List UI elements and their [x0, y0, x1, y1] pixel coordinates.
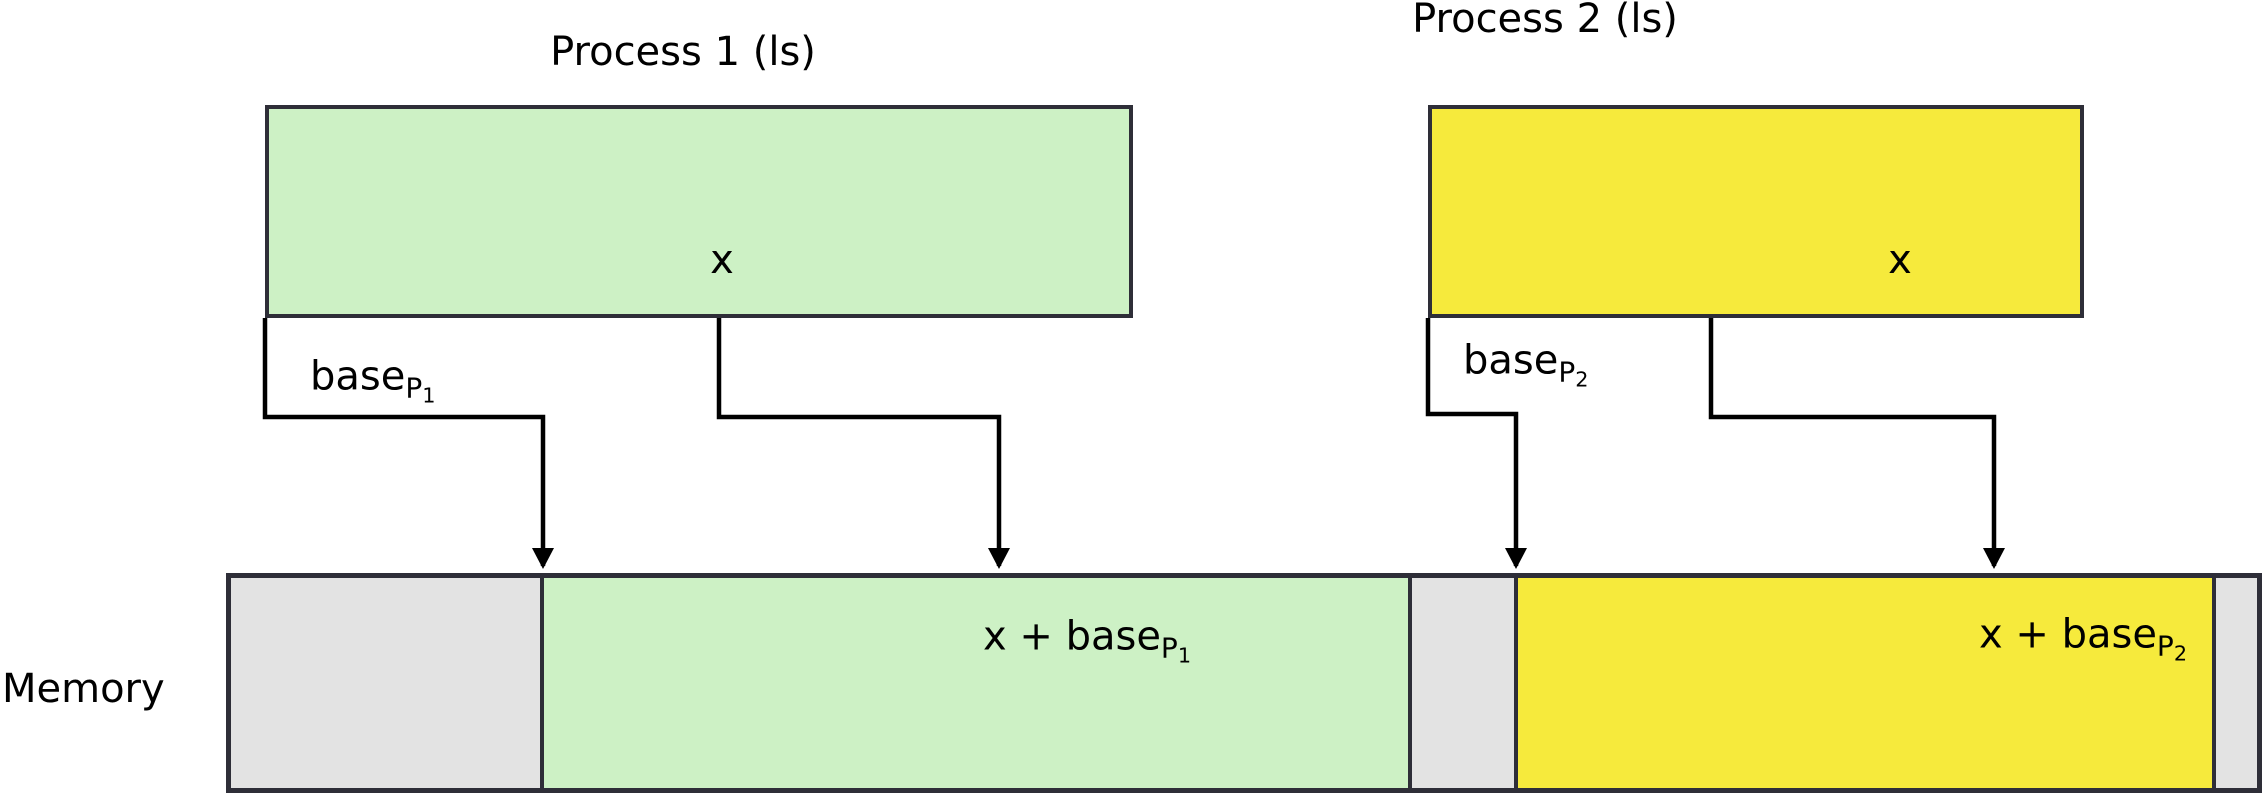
process-1-title: Process 1 (ls) — [550, 29, 816, 75]
memory-label: Memory — [2, 666, 165, 712]
base-p2-sub: P — [1558, 355, 1576, 389]
memory-free-segment-2 — [1410, 578, 1516, 788]
base-p1-word: base — [310, 353, 406, 400]
memory-p1-address-label: x + baseP1 — [983, 615, 1191, 668]
memory-p1-address-prefix: x + base — [982, 613, 1161, 660]
process-2-var-label: x — [1888, 237, 1912, 283]
memory-p2-address-sub: P — [2156, 629, 2174, 663]
base-p1-sub: P — [405, 371, 423, 405]
memory-free-segment-3 — [2214, 578, 2257, 788]
memory-segment-divider — [2212, 578, 2216, 788]
base-p2-subsub: 2 — [1575, 367, 1589, 392]
memory-segment-divider — [1514, 578, 1518, 788]
memory-p2-address-prefix: x + base — [1978, 611, 2157, 658]
memory-p1-address-subsub: 1 — [1177, 643, 1192, 668]
memory-p2-address-label: x + baseP2 — [1979, 613, 2187, 666]
base-p1-label: baseP1 — [310, 355, 435, 408]
memory-p1-address-sub: P — [1160, 631, 1178, 665]
base-p2-label: baseP2 — [1463, 339, 1588, 392]
process-2-title: Process 2 (ls) — [1412, 0, 1678, 42]
arrow-p2-var — [1708, 318, 2005, 569]
arrow-p1-var — [716, 318, 1010, 569]
memory-free-segment-1 — [231, 578, 542, 788]
base-p1-subsub: 1 — [422, 383, 436, 408]
memory-process-2-segment — [1516, 578, 2214, 788]
process-1-box: x — [265, 105, 1133, 318]
base-p2-word: base — [1463, 337, 1559, 384]
memory-segment-divider — [1408, 578, 1412, 788]
process-2-box: x — [1428, 105, 2084, 318]
memory-process-1-segment — [542, 578, 1410, 788]
process-1-var-label: x — [710, 237, 734, 283]
memory-segment-divider — [540, 578, 544, 788]
memory-p2-address-subsub: 2 — [2173, 641, 2188, 666]
memory-bar — [226, 573, 2262, 793]
